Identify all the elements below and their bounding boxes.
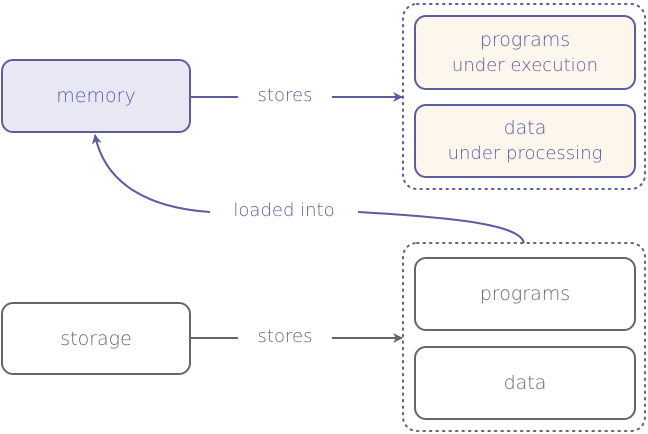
loaded-into-curve-left	[91, 134, 211, 213]
memory-stores-label: stores	[257, 85, 313, 106]
programs-node[interactable]: programs	[414, 257, 636, 331]
data-node[interactable]: data	[414, 346, 636, 420]
programs-label: programs	[479, 283, 571, 305]
memory-label: memory	[56, 85, 136, 107]
storage-node[interactable]: storage	[1, 302, 191, 375]
data-under-processing-node[interactable]: data under processing	[414, 104, 636, 178]
storage-group-container	[402, 242, 646, 432]
programs-under-execution-node[interactable]: programs under execution	[414, 15, 636, 90]
programs-subtitle: under execution	[451, 54, 599, 76]
storage-label: storage	[60, 327, 132, 350]
loaded-into-curve-right	[357, 211, 525, 244]
data-subtitle: under processing	[447, 143, 603, 164]
loaded-into-label: loaded into	[233, 200, 335, 221]
programs-title: programs	[479, 28, 571, 51]
memory-node[interactable]: memory	[1, 59, 191, 133]
data-title: data	[503, 117, 547, 139]
data-label: data	[503, 372, 547, 394]
memory-group-container	[402, 3, 646, 190]
storage-stores-label: stores	[257, 326, 313, 347]
